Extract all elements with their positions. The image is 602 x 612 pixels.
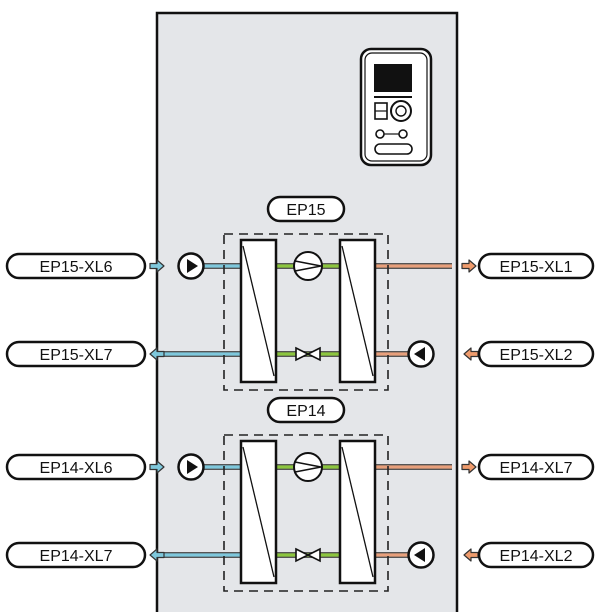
inflow-arrow-icon: [149, 460, 165, 474]
compressor-icon: [293, 251, 323, 281]
outflow-arrow-icon: [461, 259, 477, 273]
port-label-left-out-text: EP15-XL7: [40, 347, 113, 364]
port-label-left-in: EP14-XL6: [5, 453, 147, 481]
outflow-arrow-icon: [149, 548, 165, 562]
module-enclosure: [223, 434, 389, 592]
outflow-arrow-icon: [149, 347, 165, 361]
port-label-right-out: EP14-XL7: [477, 453, 595, 481]
inflow-arrow-icon: [463, 548, 479, 562]
compressor-icon: [293, 452, 323, 482]
port-label-left-in: EP15-XL6: [5, 252, 147, 280]
module-label: EP15: [266, 195, 346, 223]
port-label-left-in-text: EP15-XL6: [40, 259, 113, 276]
module-label: EP14: [266, 396, 346, 424]
condenser-exchanger: [338, 439, 377, 585]
inflow-arrow-icon: [149, 259, 165, 273]
module-enclosure: [223, 233, 389, 391]
module-label-text: EP14: [286, 403, 325, 420]
port-label-right-out-text: EP14-XL7: [500, 460, 573, 477]
evaporator-exchanger: [239, 439, 278, 585]
port-label-right-in: EP15-XL2: [477, 340, 595, 368]
heating-pump-icon: [407, 340, 435, 368]
evaporator-exchanger: [239, 238, 278, 384]
outflow-arrow-icon: [461, 460, 477, 474]
brine-pump-icon: [177, 252, 205, 280]
inflow-arrow-icon: [463, 347, 479, 361]
port-label-right-in-text: EP14-XL2: [500, 548, 573, 565]
expansion-valve-icon: [295, 346, 321, 362]
port-label-left-in-text: EP14-XL6: [40, 460, 113, 477]
port-label-left-out: EP15-XL7: [5, 340, 147, 368]
expansion-valve-icon: [295, 547, 321, 563]
port-label-left-out-text: EP14-XL7: [40, 548, 113, 565]
brine-pump-icon: [177, 453, 205, 481]
port-label-left-out: EP14-XL7: [5, 541, 147, 569]
port-label-right-out: EP15-XL1: [477, 252, 595, 280]
port-label-right-in-text: EP15-XL2: [500, 347, 573, 364]
display-control-unit-icon: [359, 47, 433, 167]
module-label-text: EP15: [286, 202, 325, 219]
heating-pump-icon: [407, 541, 435, 569]
port-label-right-in: EP14-XL2: [477, 541, 595, 569]
port-label-right-out-text: EP15-XL1: [500, 259, 573, 276]
condenser-exchanger: [338, 238, 377, 384]
